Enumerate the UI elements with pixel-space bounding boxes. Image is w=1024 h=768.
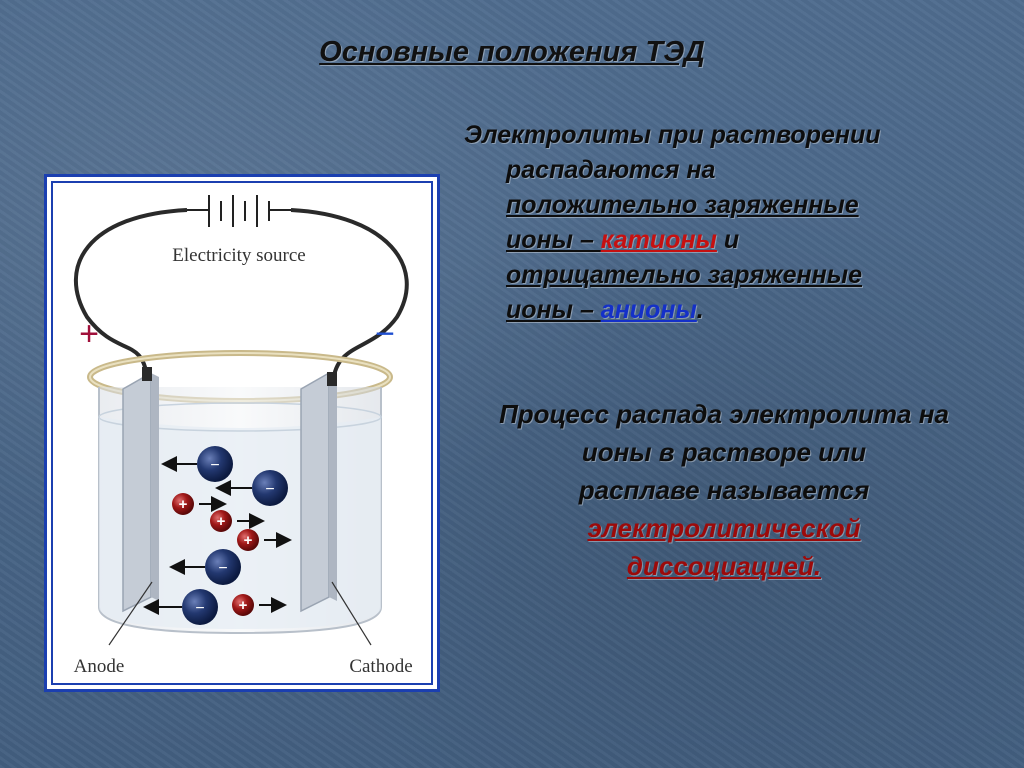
p1-line-2: распадаются на <box>506 156 716 184</box>
cathode-electrode <box>300 371 337 613</box>
wire-right <box>290 208 409 383</box>
p1-ions-prefix-1: ионы – <box>506 226 601 254</box>
electricity-source-label: Electricity source <box>172 245 305 266</box>
p1-and: и <box>716 226 740 254</box>
p1-line-3: положительно заряженные <box>506 191 859 219</box>
anion-ion: − <box>215 470 288 506</box>
cation-ion: + <box>232 594 287 616</box>
cation-ion: + <box>237 529 292 551</box>
cation-ion: + <box>172 493 227 515</box>
anion-ion: − <box>161 446 233 482</box>
p1-line-6: ионы – анионы. <box>464 293 1004 328</box>
minus-sign: − <box>375 315 395 353</box>
anion-ion: − <box>143 589 218 625</box>
plus-sign: + <box>79 315 99 353</box>
wire-left <box>73 208 188 378</box>
cation-ion: + <box>210 510 265 532</box>
battery-icon <box>187 195 291 227</box>
p1-ions-prefix-2: ионы – <box>506 296 601 324</box>
paragraph-electrolytes: Электролиты при растворении распадаются … <box>464 118 1004 328</box>
p1-line-1: Электролиты при растворении <box>464 121 881 149</box>
anions-term: анионы <box>600 296 697 324</box>
slide-title: Основные положения ТЭД <box>319 36 705 68</box>
electrolysis-diagram: Electricity source + − − <box>44 174 440 692</box>
cathode-pointer <box>331 581 372 646</box>
p2-line-2: ионы в растворе или <box>581 437 867 467</box>
svg-text:+: + <box>239 597 248 614</box>
svg-text:−: − <box>218 560 227 577</box>
svg-text:−: − <box>210 457 219 474</box>
p2-term-2: диссоциацией. <box>626 551 822 581</box>
svg-text:+: + <box>244 532 253 549</box>
p1-line-4: ионы – катионы и <box>464 223 1004 258</box>
p1-line-5: отрицательно заряженные <box>506 261 863 289</box>
svg-text:+: + <box>217 513 226 530</box>
anion-ion: − <box>169 549 241 585</box>
anode-pointer <box>108 581 153 646</box>
anode-label: Anode <box>74 656 125 677</box>
cathode-label: Cathode <box>349 656 412 677</box>
p2-line-3: расплаве называется <box>578 475 870 505</box>
anode-electrode <box>122 367 159 613</box>
p2-term-1: электролитической <box>587 513 861 543</box>
p1-period: . <box>696 296 704 324</box>
paragraph-dissociation: Процесс распада электролита на ионы в ра… <box>464 395 984 585</box>
p2-line-1: Процесс распада электролита на <box>499 399 949 429</box>
electrolysis-svg: Electricity source + − − <box>73 195 413 677</box>
cations-term: катионы <box>600 226 717 254</box>
svg-text:+: + <box>179 496 188 513</box>
svg-text:−: − <box>265 481 274 498</box>
svg-text:−: − <box>195 600 204 617</box>
